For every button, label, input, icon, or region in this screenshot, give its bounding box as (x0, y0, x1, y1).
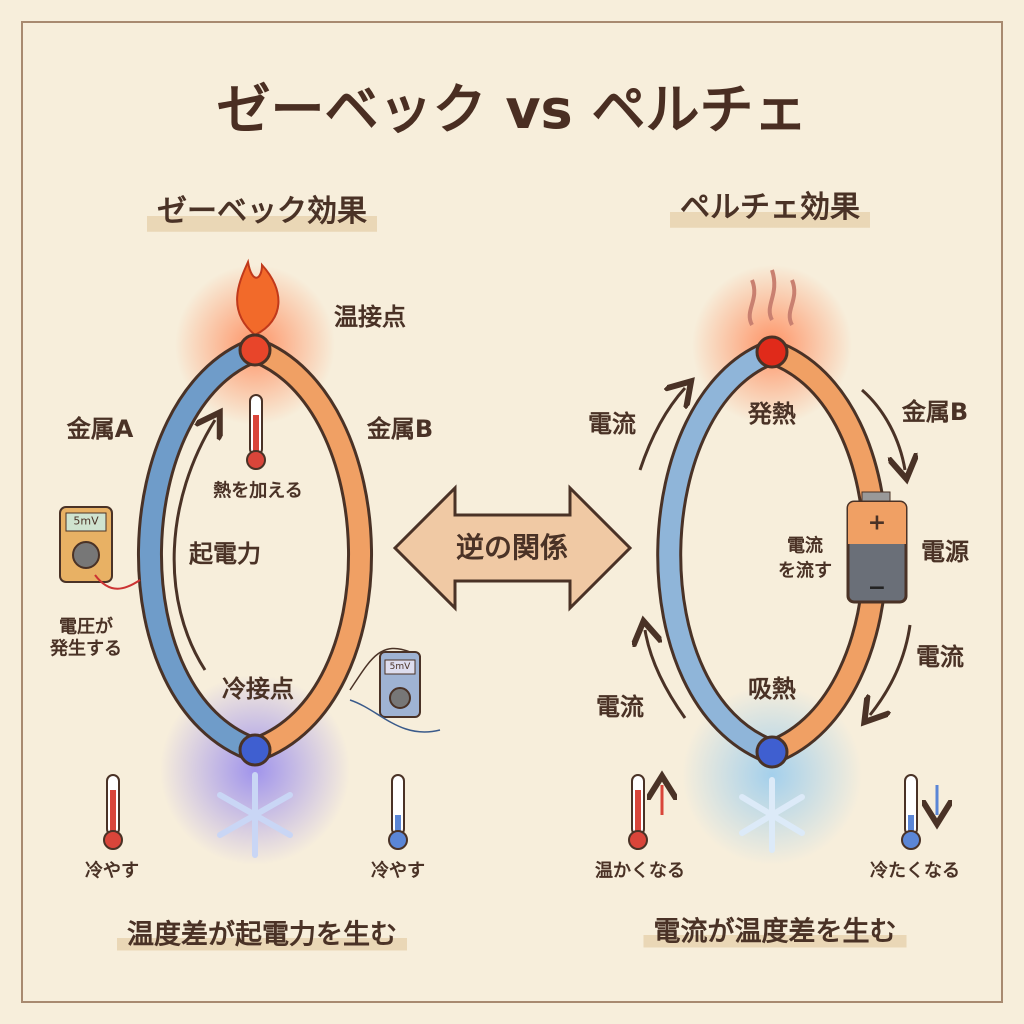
heat-absorb-label: 吸熱 (748, 675, 796, 704)
hot-junction-dot (755, 335, 789, 369)
power-source-label: 電源 (921, 538, 969, 567)
heat-waves-icon (747, 269, 797, 326)
emf-label: 起電力 (189, 540, 261, 569)
battery-note-1: 電流 (787, 535, 823, 557)
multimeter-icon (59, 506, 141, 590)
reverse-relation-label: 逆の関係 (455, 530, 569, 564)
current-arrow-top-right (861, 388, 905, 470)
cold-junction-label: 冷接点 (222, 675, 294, 704)
peltier-heading: ペルチェ効果 (670, 188, 870, 228)
current-arrow-top-left (638, 388, 685, 471)
hot-junction-dot (238, 333, 272, 367)
snowflake-icon (739, 777, 805, 853)
multimeter-small-icon (349, 647, 441, 733)
current-label-bottom-left: 電流 (596, 693, 644, 722)
thermometer-hot-icon (103, 774, 123, 850)
battery-minus: − (867, 575, 887, 601)
page-title: ゼーベック vs ペルチェ (216, 77, 808, 141)
current-arrow-bottom-right (870, 624, 912, 715)
peltier-metal-b-label: 金属B (901, 398, 969, 427)
cold-junction-dot (755, 735, 789, 769)
thermometer-cold-icon (388, 774, 408, 850)
frame-border (21, 21, 1003, 1003)
cool-right-label: 冷やす (371, 860, 425, 882)
heat-release-label: 発熱 (748, 400, 796, 429)
current-arrow-bottom-left (645, 630, 687, 719)
peltier-loop (628, 265, 937, 865)
metal-b-label: 金属B (366, 415, 434, 444)
battery-note-2: を流す (778, 560, 832, 582)
gets-cold-label: 冷たくなる (870, 860, 960, 882)
snowflake-icon (217, 772, 293, 858)
gets-warm-label: 温かくなる (595, 860, 685, 882)
cool-left-label: 冷やす (85, 860, 139, 882)
apply-heat-label: 熱を加える (213, 480, 303, 502)
emf-arrow (172, 420, 215, 671)
thermometer-icon (246, 394, 266, 470)
metal-a-label: 金属A (66, 415, 134, 444)
peltier-caption: 電流が温度差を生む (643, 916, 907, 948)
current-label-top-left: 電流 (588, 410, 636, 439)
voltage-note-1: 電圧が (59, 616, 113, 638)
hot-junction-label: 温接点 (334, 303, 406, 332)
battery-icon (846, 491, 908, 604)
seebeck-loop (59, 258, 441, 865)
seebeck-heading: ゼーベック効果 (147, 192, 377, 232)
thermometer-warm-icon (628, 775, 662, 850)
battery-plus: + (867, 510, 887, 536)
seebeck-caption: 温度差が起電力を生む (117, 919, 407, 951)
flame-icon (236, 258, 280, 337)
double-arrow-icon (392, 484, 633, 612)
meter-reading-small: 5mV (389, 661, 411, 672)
voltage-note-2: 発生する (50, 638, 122, 660)
meter-reading: 5mV (73, 514, 99, 528)
thermometer-cool-icon (901, 774, 937, 850)
cold-junction-dot (238, 733, 272, 767)
current-label-bottom-right: 電流 (916, 643, 964, 672)
